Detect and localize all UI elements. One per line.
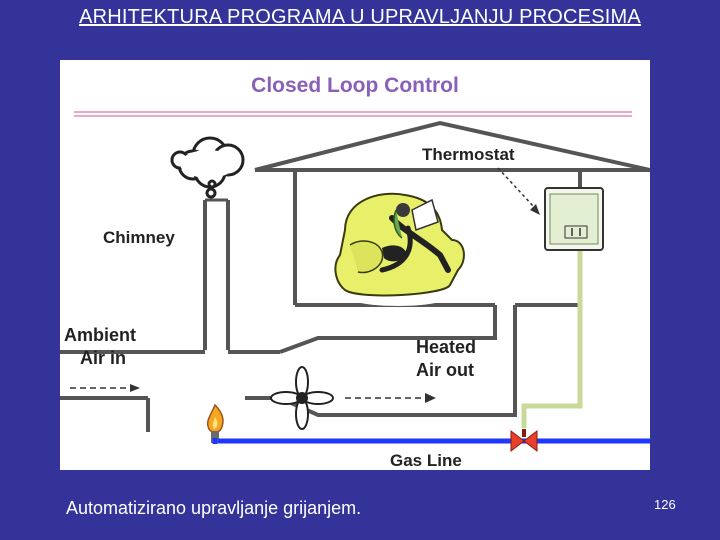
thermostat-icon <box>544 187 604 251</box>
heated-arrowhead <box>425 393 436 403</box>
ambient-arrowhead <box>130 384 140 392</box>
diagram-title: Closed Loop Control <box>251 74 459 97</box>
ambient-label-line1: Ambient <box>64 325 136 345</box>
house-roof <box>254 120 650 172</box>
thermostat-signal-wire <box>521 250 583 428</box>
closed-loop-diagram: Closed Loop Control <box>60 60 650 470</box>
diagram-canvas: Closed Loop Control <box>60 74 650 470</box>
gas-valve-icon <box>510 429 538 453</box>
thermostat-pointer <box>497 167 535 208</box>
thermostat-label: Thermostat <box>422 145 515 164</box>
flame-icon <box>206 403 224 443</box>
duct-lower-flare <box>245 305 517 417</box>
slide-title: ARHITEKTURA PROGRAMA U UPRAVLJANJU PROCE… <box>79 6 641 28</box>
slide-caption: Automatizirano upravljanje grijanjem. <box>66 498 362 518</box>
fan-icon <box>270 366 334 430</box>
duct-upper-flare <box>279 305 497 354</box>
thermostat-pointer-head <box>530 204 540 215</box>
smoke-cloud-icon <box>170 136 245 199</box>
person-in-armchair-icon <box>334 192 465 306</box>
page-number: 126 <box>654 497 676 512</box>
heated-label-line1: Heated <box>416 337 476 357</box>
chimney-label: Chimney <box>103 228 175 247</box>
heated-label-line2: Air out <box>416 360 474 380</box>
ambient-label-line2: Air in <box>80 348 126 368</box>
gas-line-label: Gas Line <box>390 451 462 470</box>
